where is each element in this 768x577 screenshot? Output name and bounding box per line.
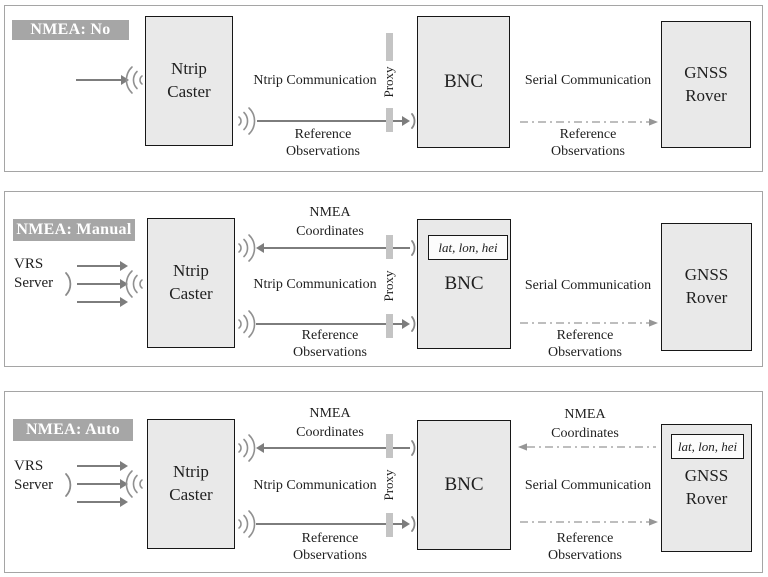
label-serial-communication: Serial Communication	[524, 278, 652, 293]
panel-nmea-no: NMEA: No Ntrip Caster Ntrip Communicatio…	[4, 5, 763, 172]
lat-lon-hei-text: lat, lon, hei	[438, 239, 498, 255]
label-nmea-coordinates: NMEA Coordinates	[551, 407, 619, 441]
panel-nmea-manual: NMEA: Manual VRS Server Ntrip Caster NME…	[4, 191, 763, 367]
dashdot-arrow-right	[520, 118, 658, 126]
label-nmea-coordinates: NMEA Coordinates	[296, 205, 364, 239]
proxy-label: Proxy	[381, 66, 396, 98]
caster-to-bnc-line	[257, 116, 410, 126]
node-gnss-rover: lat, lon, hei GNSS Rover	[661, 424, 752, 552]
panel-title-badge: NMEA: Auto	[13, 419, 133, 441]
bnc-to-caster-line	[256, 443, 410, 453]
radio-waves-right-icon	[238, 107, 256, 135]
node-label: GNSS Rover	[684, 466, 729, 508]
label-reference-observations: Reference Observations	[548, 328, 622, 360]
label-reference-observations: Reference Observations	[286, 127, 360, 159]
panel-nmea-auto: NMEA: Auto VRS Server Ntrip Caster NMEA …	[4, 391, 763, 573]
proxy-bar-segment	[386, 314, 393, 338]
node-bnc: lat, lon, hei BNC	[417, 219, 511, 349]
lat-lon-hei-text: lat, lon, hei	[677, 438, 738, 454]
lat-lon-hei-box: lat, lon, hei	[671, 434, 744, 459]
radio-waves-left-icon	[125, 270, 143, 298]
node-label: BNC	[444, 474, 484, 496]
proxy-bar-segment	[386, 33, 393, 61]
label-reference-observations: Reference Observations	[551, 127, 625, 159]
receive-arc-icon	[411, 516, 416, 532]
node-label: BNC	[444, 273, 484, 295]
vrs-arrow	[77, 261, 128, 271]
radio-waves-left-icon	[125, 470, 143, 498]
node-label: GNSS Rover	[684, 265, 729, 307]
vrs-arrow	[77, 279, 128, 289]
label-serial-communication: Serial Communication	[524, 73, 652, 88]
dashdot-arrow-left	[518, 443, 656, 451]
panel-title-badge: NMEA: Manual	[13, 219, 135, 241]
dashdot-arrow-right	[520, 319, 658, 327]
label-ntrip-communication: Ntrip Communication	[253, 478, 377, 493]
node-ntrip-caster: Ntrip Caster	[145, 16, 233, 146]
vrs-arrow	[77, 479, 128, 489]
label-reference-observations: Reference Observations	[548, 531, 622, 563]
radio-waves-right-icon	[238, 234, 256, 262]
vrs-arrow	[77, 297, 128, 307]
node-ntrip-caster: Ntrip Caster	[147, 218, 235, 348]
proxy-bar-segment	[386, 434, 393, 458]
panel-title: NMEA: Manual	[16, 221, 132, 238]
proxy-bar-segment	[386, 108, 393, 132]
emit-arc-icon	[65, 272, 72, 296]
vrs-arrow	[77, 497, 128, 507]
panel-title: NMEA: Auto	[25, 421, 121, 438]
lat-lon-hei-box: lat, lon, hei	[428, 235, 508, 260]
receive-arc-icon	[411, 316, 416, 332]
receive-arc-icon	[411, 240, 416, 256]
inbound-arrow	[76, 75, 129, 85]
proxy-label: Proxy	[381, 270, 396, 302]
radio-waves-right-icon	[238, 310, 256, 338]
emit-arc-icon	[65, 473, 72, 497]
node-gnss-rover: GNSS Rover	[661, 223, 752, 351]
radio-waves-right-icon	[238, 434, 256, 462]
label-reference-observations: Reference Observations	[293, 328, 367, 360]
proxy-label: Proxy	[381, 469, 396, 501]
dashdot-arrow-right	[520, 518, 658, 526]
label-serial-communication: Serial Communication	[524, 478, 652, 493]
receive-arc-icon	[411, 113, 416, 129]
vrs-arrow	[77, 461, 128, 471]
label-vrs-server: VRS Server	[14, 256, 54, 291]
label-ntrip-communication: Ntrip Communication	[253, 73, 377, 88]
node-bnc: BNC	[417, 420, 511, 550]
panel-title-badge: NMEA: No	[12, 20, 129, 40]
bnc-to-caster-line	[256, 243, 410, 253]
node-gnss-rover: GNSS Rover	[661, 21, 751, 148]
radio-waves-right-icon	[238, 510, 256, 538]
node-label: Ntrip Caster	[169, 261, 213, 303]
proxy-bar-segment	[386, 513, 393, 537]
label-reference-observations: Reference Observations	[293, 531, 367, 563]
node-label: Ntrip Caster	[167, 59, 211, 101]
label-vrs-server: VRS Server	[14, 458, 54, 493]
label-ntrip-communication: Ntrip Communication	[253, 277, 377, 292]
caster-to-bnc-line	[256, 519, 410, 529]
receive-arc-icon	[411, 440, 416, 456]
proxy-bar-segment	[386, 235, 393, 259]
node-label: GNSS Rover	[684, 62, 728, 105]
panel-title: NMEA: No	[30, 21, 111, 38]
radio-waves-left-icon	[125, 66, 143, 94]
node-bnc: BNC	[417, 16, 510, 148]
node-label: BNC	[443, 71, 484, 93]
node-label: Ntrip Caster	[169, 462, 213, 504]
label-nmea-coordinates: NMEA Coordinates	[296, 406, 364, 440]
node-ntrip-caster: Ntrip Caster	[147, 419, 235, 549]
caster-to-bnc-line	[256, 319, 410, 329]
